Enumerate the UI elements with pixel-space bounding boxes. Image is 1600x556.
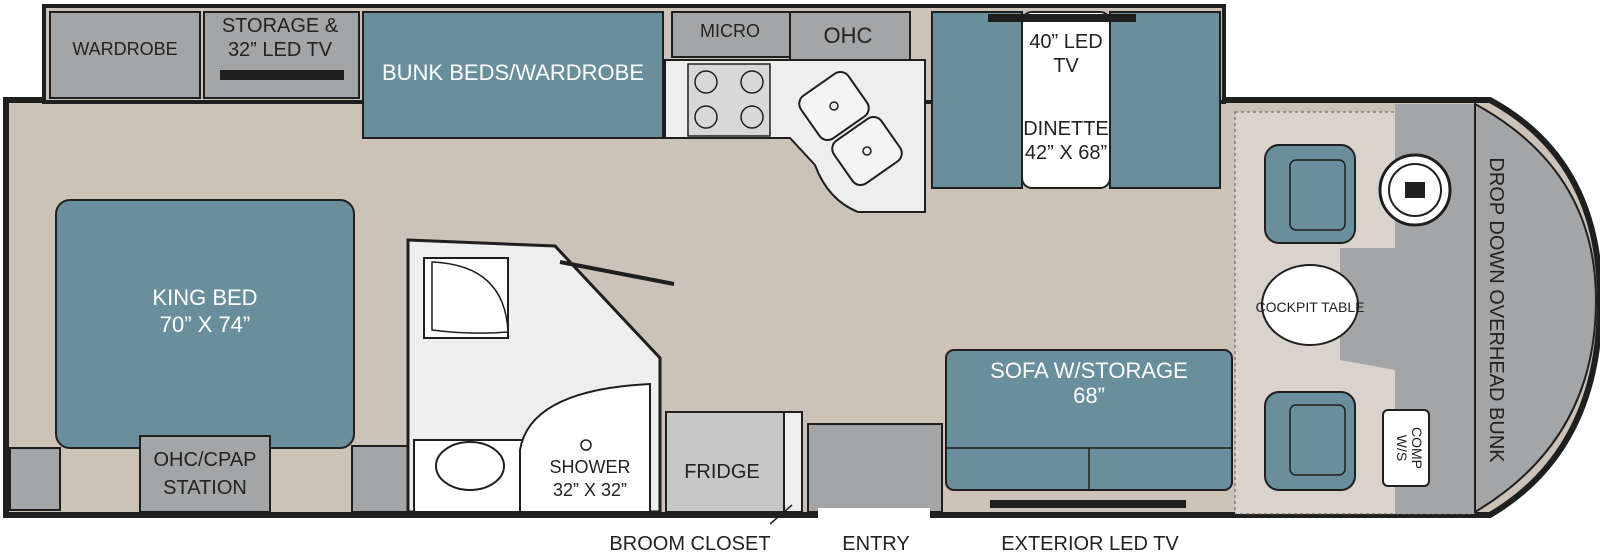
nightstand-right: [351, 445, 413, 513]
tv-32-outline: [220, 70, 344, 80]
tv-40-outline: [988, 14, 1136, 22]
label-shower-2: 32” X 32”: [553, 480, 627, 500]
exterior-tv-outline: [990, 500, 1186, 508]
entry-step: [807, 423, 943, 513]
label-king-bed-1: KING BED: [152, 285, 257, 310]
label-storage-1: STORAGE &: [222, 15, 339, 37]
bunk-beds-wardrobe: [362, 11, 664, 139]
label-micro: MICRO: [700, 21, 760, 41]
label-dinette-1: DINETTE: [1023, 118, 1109, 140]
driver-seat: [1264, 144, 1356, 244]
label-cockpit-table: COCKPIT TABLE: [1256, 299, 1365, 315]
passenger-seat: [1264, 391, 1356, 491]
stove-icon: [687, 63, 771, 137]
label-tv40-2: TV: [1053, 55, 1079, 77]
dinette-table: [1021, 11, 1111, 189]
label-exterior-tv: EXTERIOR LED TV: [1001, 533, 1179, 555]
dinette-bench-right: [1109, 11, 1221, 189]
label-bunk-beds: BUNK BEDS/WARDROBE: [382, 60, 644, 85]
label-wardrobe: WARDROBE: [72, 39, 177, 59]
comp-ws: [1382, 409, 1430, 487]
dinette-bench-left: [931, 11, 1023, 189]
label-comp: COMP: [1409, 427, 1425, 469]
label-sofa-1: SOFA W/STORAGE: [990, 358, 1188, 383]
storage-tv: [203, 11, 360, 99]
ohc-cpap-station: [139, 435, 271, 513]
wardrobe: [49, 11, 201, 99]
vanity: [413, 439, 529, 513]
broom-closet: [783, 411, 803, 513]
shower: [519, 382, 651, 513]
entry-door-gap: [818, 508, 930, 518]
sofa: [945, 349, 1233, 491]
broom-closet-leader: [769, 504, 793, 525]
label-broom-closet: BROOM CLOSET: [609, 533, 770, 555]
nightstand-left: [9, 447, 61, 511]
label-ohc: OHC: [824, 23, 873, 48]
label-king-bed-2: 70” X 74”: [160, 312, 251, 337]
label-shower-1: SHOWER: [550, 457, 631, 477]
micro-cabinet: [671, 11, 791, 58]
label-fridge: FRIDGE: [684, 461, 760, 483]
label-ohc-cpap-1: OHC/CPAP: [154, 449, 257, 471]
label-entry: ENTRY: [842, 533, 909, 555]
label-dinette-2: 42” X 68”: [1025, 142, 1107, 164]
steering-wheel-icon: [1378, 153, 1452, 227]
cockpit-table: [1261, 248, 1395, 370]
label-drop-down-bunk: DROP DOWN OVERHEAD BUNK: [1485, 157, 1507, 463]
label-storage-2: 32” LED TV: [228, 39, 333, 61]
cab-nose: [1474, 102, 1598, 514]
sink-icon: [798, 70, 903, 187]
label-sofa-2: 68”: [1073, 383, 1105, 408]
label-ws: W/S: [1394, 435, 1410, 461]
label-tv40-1: 40” LED: [1029, 31, 1102, 53]
fridge: [665, 411, 785, 513]
label-ohc-cpap-2: STATION: [163, 477, 247, 499]
